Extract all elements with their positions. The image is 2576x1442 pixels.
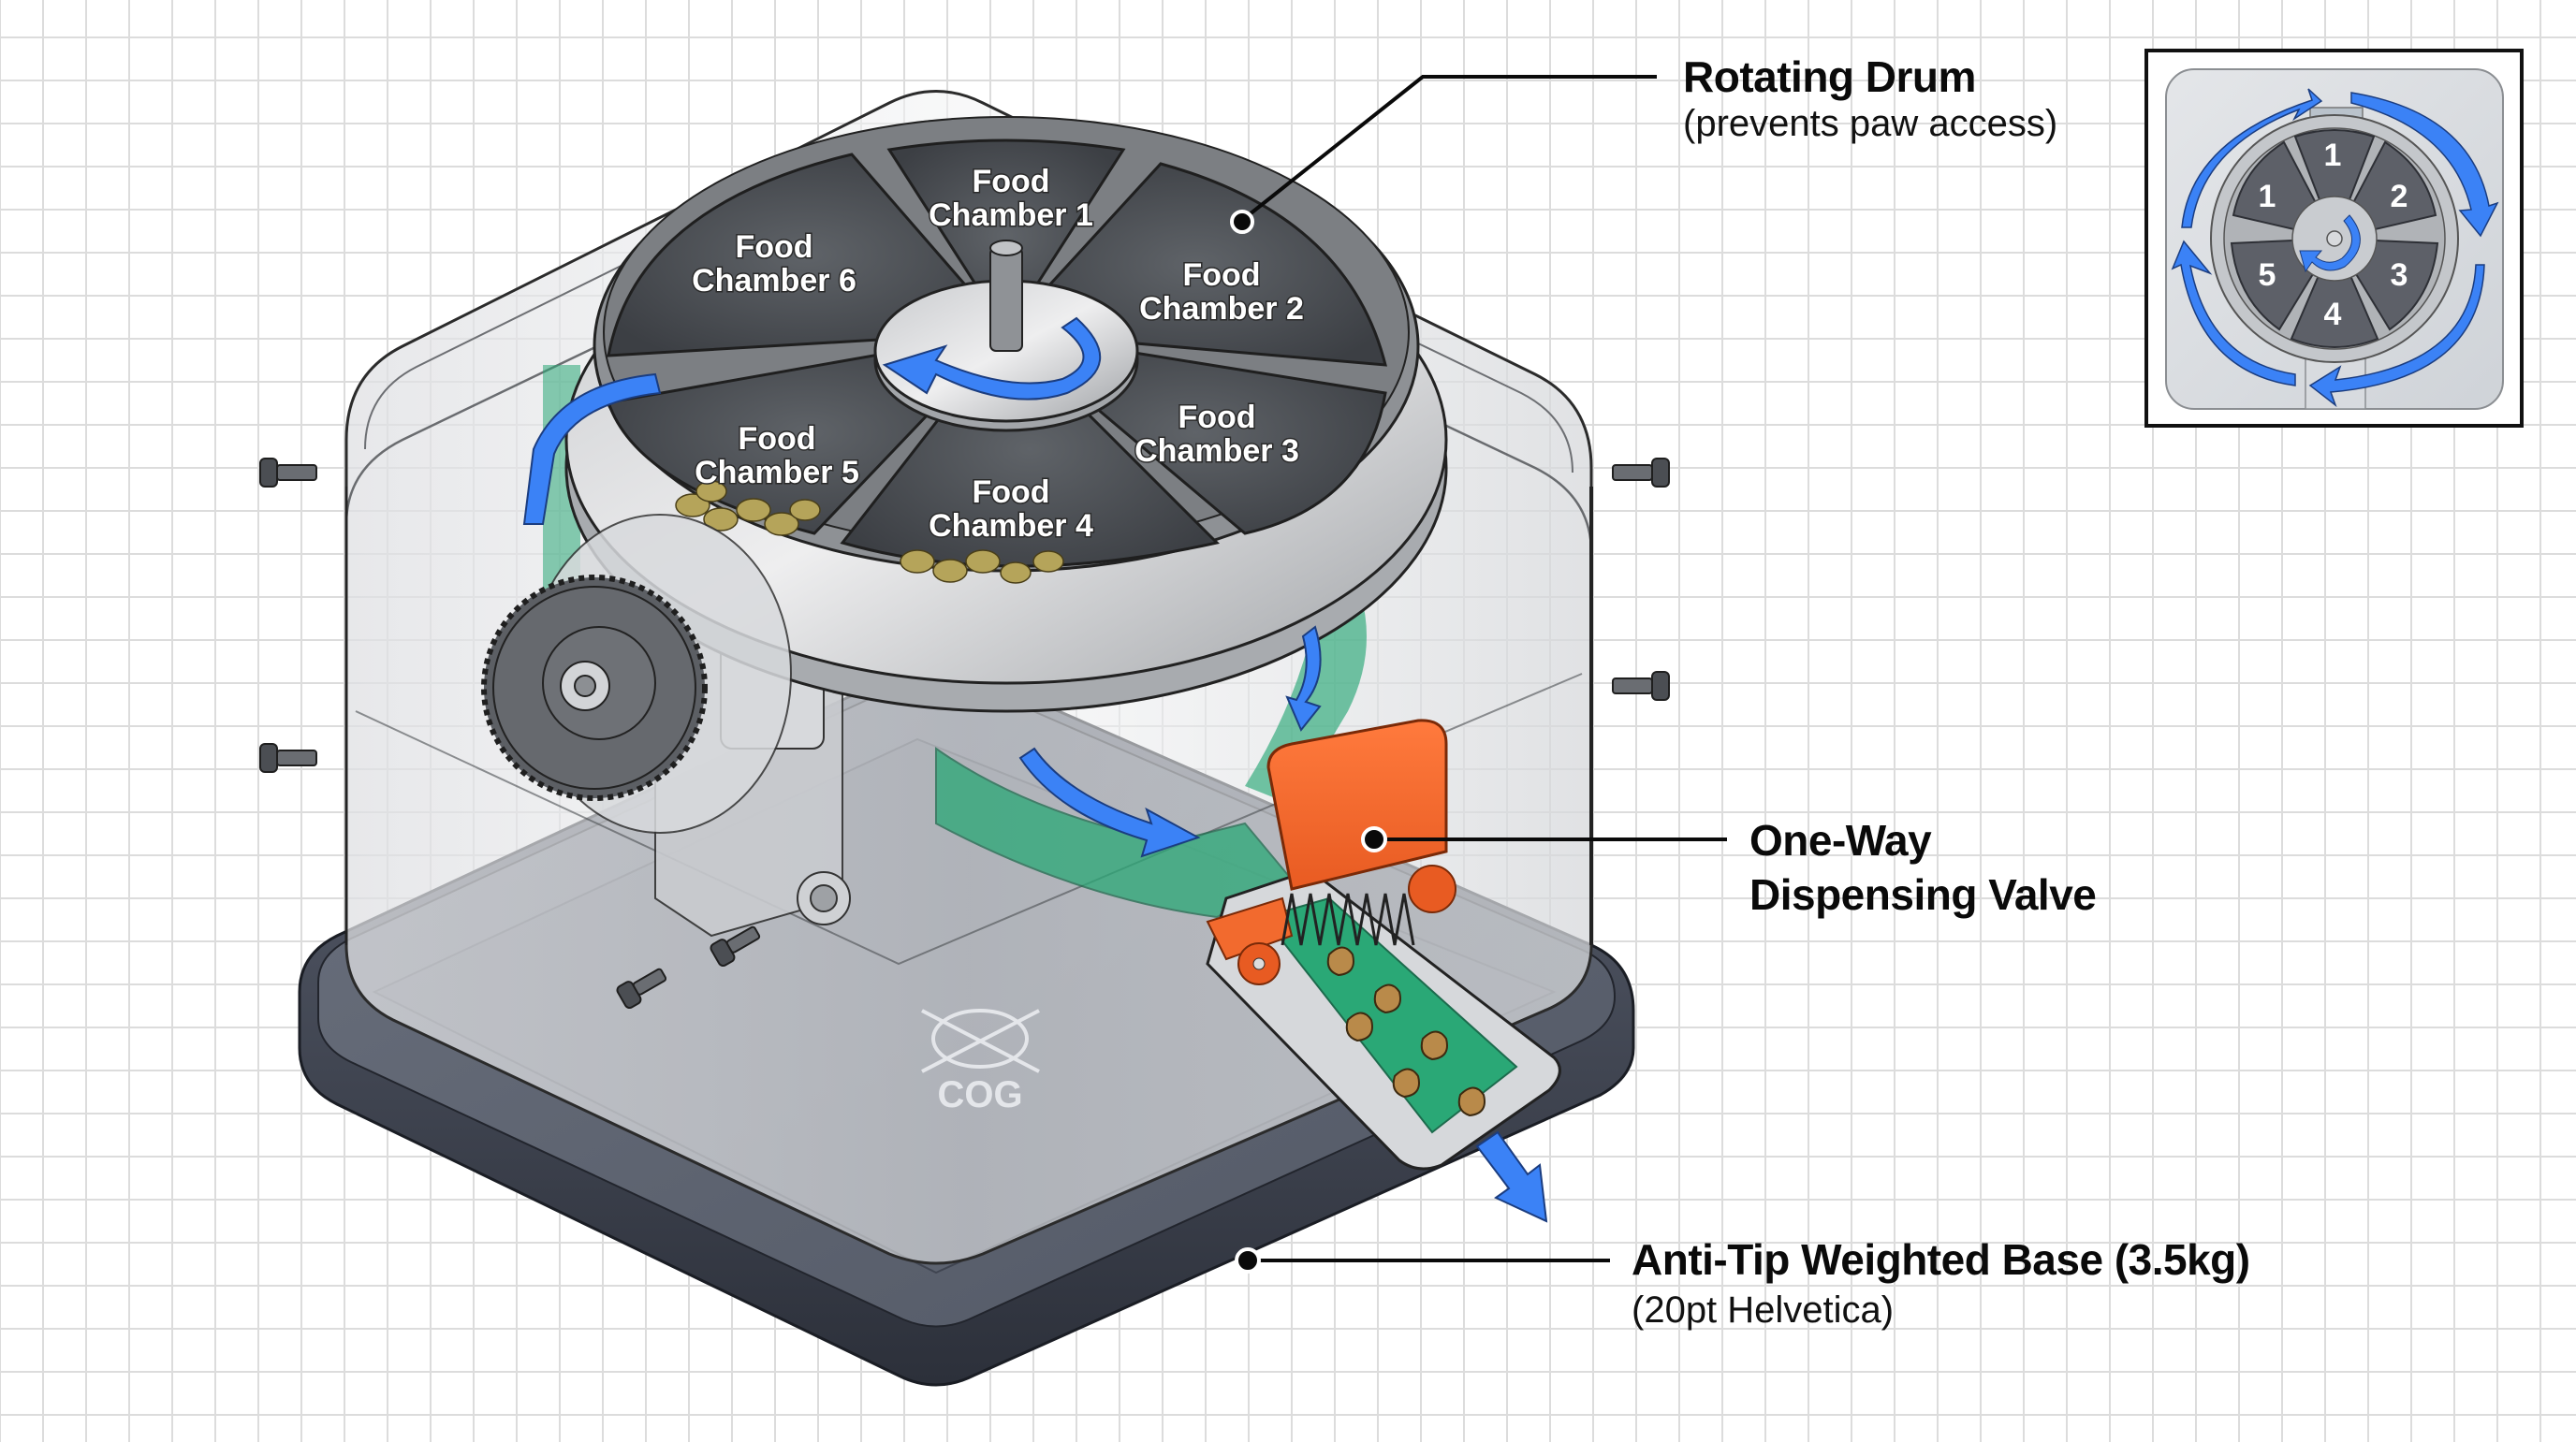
- dispensing-chute: [1206, 868, 1561, 1223]
- inset-number: 1: [2259, 179, 2276, 214]
- screw-icon: [1612, 458, 1670, 488]
- callout-valve-title-line2: Dispensing Valve: [1749, 870, 2097, 919]
- rotation-inset: 1 2 3 4 5 1: [2144, 49, 2524, 428]
- callout-valve-title-line1: One-Way: [1749, 816, 1932, 865]
- callout-base-title: Anti-Tip Weighted Base (3.5kg): [1632, 1235, 2250, 1284]
- flow-arrow-icon: [522, 372, 662, 525]
- callout-rotating-drum-title: Rotating Drum: [1683, 52, 1976, 101]
- leader-lines: [1243, 75, 1727, 1262]
- rotation-center-arrow-icon: [2299, 214, 2361, 273]
- screw-icon: [1612, 671, 1670, 701]
- clockwise-arrow-icon: [2171, 88, 2499, 408]
- chamber-1-wedge: [886, 138, 1126, 335]
- one-way-valve: [1206, 719, 1456, 985]
- inset-number: 2: [2391, 179, 2408, 214]
- inset-number: 5: [2259, 257, 2276, 293]
- drive-gear-icon: [481, 514, 792, 834]
- screws: [259, 458, 1670, 1010]
- cog-label: COG: [937, 1074, 1022, 1115]
- center-of-gravity-icon: [921, 1009, 1040, 1073]
- screw-icon: [259, 458, 317, 488]
- flow-arrow-icon: [1018, 747, 1201, 858]
- rotation-arrow-icon: [882, 316, 1101, 401]
- inset-number: 1: [2324, 138, 2342, 173]
- spring-icon: [1281, 893, 1415, 946]
- screw-icon: [710, 925, 761, 968]
- leader-dots: [1230, 210, 1387, 1274]
- leader-dot-icon: [1361, 826, 1387, 852]
- kibble-pieces: [1326, 946, 1486, 1117]
- screw-icon: [616, 968, 667, 1010]
- leader-rotating-drum: [1243, 75, 1657, 220]
- callout-rotating-drum-subtitle: (prevents paw access): [1683, 103, 2058, 144]
- dispense-arrow-icon: [1475, 1130, 1548, 1223]
- rotating-drum: [522, 116, 1448, 713]
- leader-dot-icon: [1230, 210, 1254, 234]
- leader-dot-icon: [1235, 1247, 1261, 1274]
- flow-arrow-icon: [1285, 625, 1322, 732]
- kibble-pile: [675, 480, 1064, 584]
- inset-number: 3: [2391, 257, 2408, 293]
- inset-number: 4: [2324, 297, 2342, 332]
- callout-base-subtitle: (20pt Helvetica): [1632, 1289, 1895, 1331]
- center-of-gravity-marker: COG: [921, 1009, 1040, 1115]
- screw-icon: [259, 743, 317, 773]
